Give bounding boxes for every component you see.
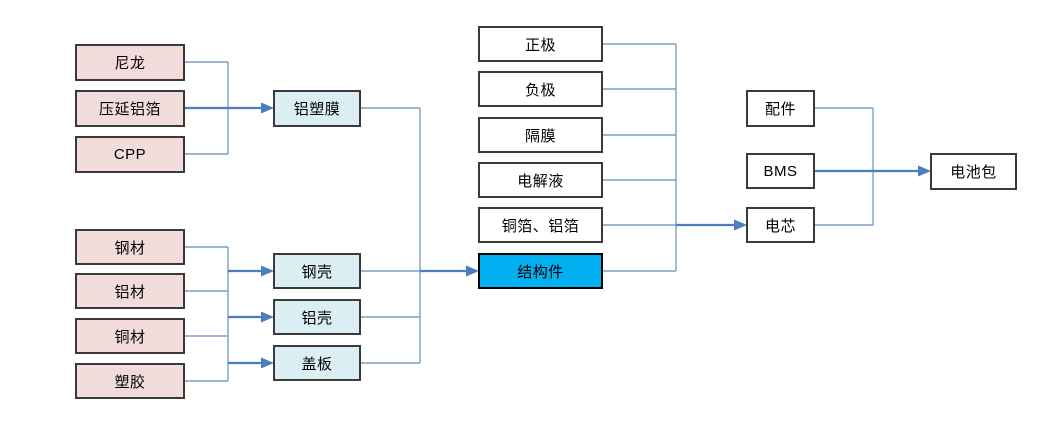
node-aluminum: 铝材 bbox=[75, 273, 185, 309]
node-bms: BMS bbox=[746, 153, 815, 189]
node-al-case: 铝壳 bbox=[273, 299, 361, 335]
connector-structural-parts-group bbox=[361, 107, 479, 364]
node-cpp: CPP bbox=[75, 136, 185, 173]
connector-case-materials-group bbox=[185, 246, 274, 382]
node-battery-pack: 电池包 bbox=[930, 153, 1017, 190]
node-electrolyte: 电解液 bbox=[478, 162, 603, 198]
node-cover-plate: 盖板 bbox=[273, 345, 361, 381]
connector-battery-pack-group bbox=[815, 107, 931, 226]
node-steel: 钢材 bbox=[75, 229, 185, 265]
node-al-plastic-film: 铝塑膜 bbox=[273, 90, 361, 127]
node-anode: 负极 bbox=[478, 71, 603, 107]
node-steel-case: 钢壳 bbox=[273, 253, 361, 289]
node-rolled-al-foil: 压延铝箔 bbox=[75, 90, 185, 127]
node-cathode: 正极 bbox=[478, 26, 603, 62]
node-plastic: 塑胶 bbox=[75, 363, 185, 399]
node-structural-parts: 结构件 bbox=[478, 253, 603, 289]
node-nylon: 尼龙 bbox=[75, 44, 185, 81]
connector-cell-group bbox=[603, 43, 747, 272]
node-accessories: 配件 bbox=[746, 90, 815, 127]
node-separator: 隔膜 bbox=[478, 117, 603, 153]
connector-pouch-film-group bbox=[185, 61, 274, 155]
node-cu-al-foil: 铜箔、铝箔 bbox=[478, 207, 603, 243]
node-copper: 铜材 bbox=[75, 318, 185, 354]
node-cell: 电芯 bbox=[746, 207, 815, 243]
